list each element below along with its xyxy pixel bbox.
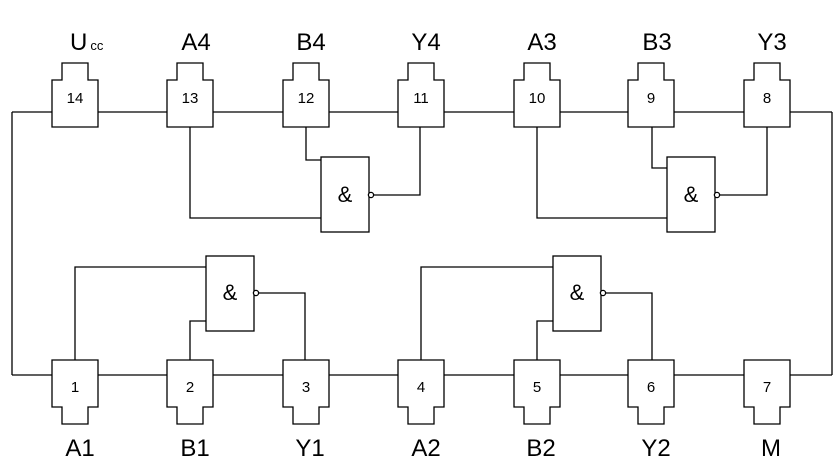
pin-3: 3 (282, 359, 330, 425)
pin-number: 5 (533, 379, 541, 396)
pin-label-y3: Y3 (757, 29, 786, 56)
pin-number: 12 (298, 90, 315, 107)
pin-number: 8 (763, 90, 771, 107)
pin-1: 1 (51, 359, 99, 425)
pin-number: 4 (417, 379, 425, 396)
pin-label-b4: B4 (296, 29, 325, 56)
pin-number: 11 (413, 90, 429, 107)
pin-number: 14 (67, 90, 84, 107)
nand-gate-2: & (552, 255, 607, 332)
pin-number: 13 (182, 90, 199, 107)
gate2-wiring (420, 266, 653, 360)
pin-label-y4: Y4 (411, 29, 440, 56)
gate4-wiring (189, 127, 421, 219)
pin-label-y2: Y2 (641, 435, 670, 462)
pin-5: 5 (513, 359, 561, 425)
nand-gate-1: & (205, 255, 260, 332)
pin-7: 7 (743, 359, 791, 425)
gate-symbol: & (684, 182, 699, 207)
pin-number: 2 (186, 379, 194, 396)
bottom-pin-labels: A1 B1 Y1 A2 B2 Y2 M (65, 435, 781, 462)
pin-label-main: U (70, 29, 87, 56)
pin-label-b3: B3 (642, 29, 671, 56)
gate3-wiring (536, 127, 768, 219)
pin-label-b2: B2 (526, 435, 555, 462)
gate-symbol: & (570, 280, 585, 305)
pin-label-y1: Y1 (295, 435, 324, 462)
pin-label-m: M (761, 435, 781, 462)
pin-2: 2 (166, 359, 214, 425)
pin-8: 8 (743, 62, 791, 128)
pin-9: 9 (627, 62, 675, 128)
pin-number: 3 (302, 379, 310, 396)
nand-gate-3: & (666, 156, 721, 233)
pin-label-a2: A2 (411, 435, 440, 462)
pin-14: 14 (51, 62, 99, 128)
nand-gate-4: & (320, 156, 375, 233)
pin-label-b1: B1 (180, 435, 209, 462)
pin-label-subscript: cc (90, 38, 104, 53)
pin-label-a1: A1 (65, 435, 94, 462)
pin-number: 6 (647, 379, 655, 396)
gate-symbol: & (338, 182, 353, 207)
pin-11: 11 (397, 62, 445, 128)
pin-label-a3: A3 (527, 29, 556, 56)
pin-number: 10 (529, 90, 546, 107)
pin-6: 6 (627, 359, 675, 425)
pin-number: 7 (763, 379, 771, 396)
pin-number: 9 (647, 90, 655, 107)
gate1-wiring (74, 266, 306, 360)
pin-12: 12 (282, 62, 330, 128)
pin-10: 10 (513, 62, 561, 128)
pin-13: 13 (166, 62, 214, 128)
pin-number: 1 (71, 379, 79, 396)
pin-4: 4 (397, 359, 445, 425)
rail-wiring (11, 111, 833, 376)
gate-symbol: & (223, 280, 238, 305)
pin-label-a4: A4 (181, 29, 210, 56)
